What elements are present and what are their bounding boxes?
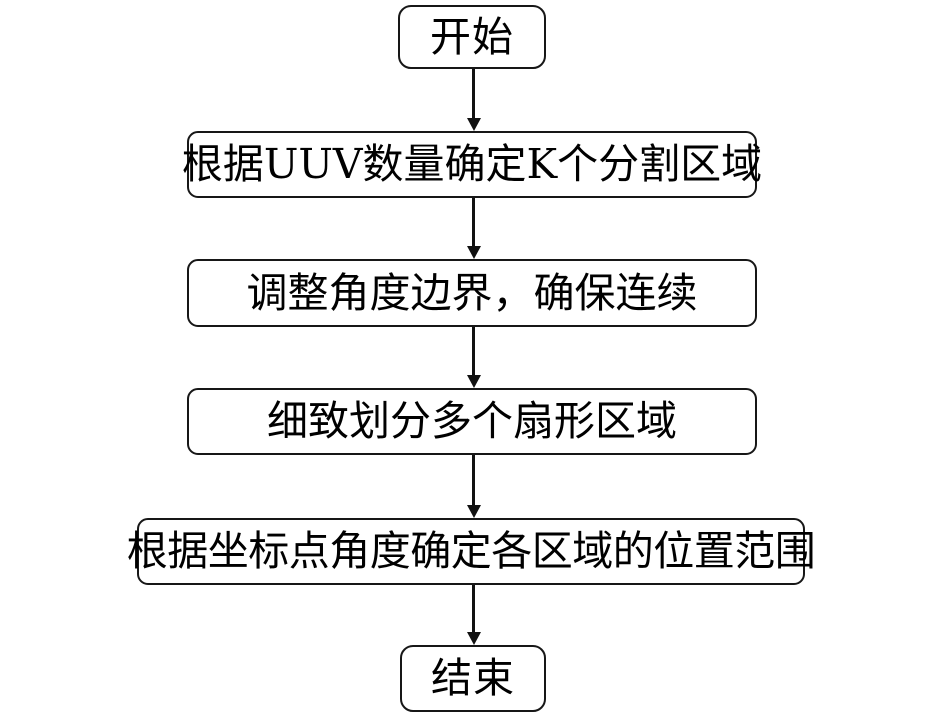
arrow-head-icon xyxy=(466,375,481,388)
node-step4[interactable]: 根据坐标点角度确定各区域的位置范围 xyxy=(127,518,816,585)
node-step1[interactable]: 根据UUV数量确定K个分割区域 xyxy=(182,131,762,198)
node-start[interactable]: 开始 xyxy=(398,5,546,69)
node-step2[interactable]: 调整角度边界，确保连续 xyxy=(187,259,757,327)
arrow-stem xyxy=(472,585,475,634)
node-step3-label: 细致划分多个扇形区域 xyxy=(267,397,677,445)
node-end-label: 结束 xyxy=(431,654,515,702)
node-step1-label: 根据UUV数量确定K个分割区域 xyxy=(181,140,763,188)
node-start-label: 开始 xyxy=(430,12,514,61)
arrow-head-icon xyxy=(466,118,481,131)
arrow-stem xyxy=(472,69,475,120)
arrow-head-icon xyxy=(466,505,481,518)
node-step4-label: 根据坐标点角度确定各区域的位置范围 xyxy=(126,527,816,575)
arrow-stem xyxy=(472,455,475,507)
node-step3[interactable]: 细致划分多个扇形区域 xyxy=(187,388,757,455)
arrow-stem xyxy=(472,198,475,248)
arrow-head-icon xyxy=(466,246,481,259)
node-step2-label: 调整角度边界，确保连续 xyxy=(246,268,698,317)
arrow-stem xyxy=(472,327,475,377)
arrow-head-icon xyxy=(466,632,481,645)
node-end[interactable]: 结束 xyxy=(400,645,546,712)
